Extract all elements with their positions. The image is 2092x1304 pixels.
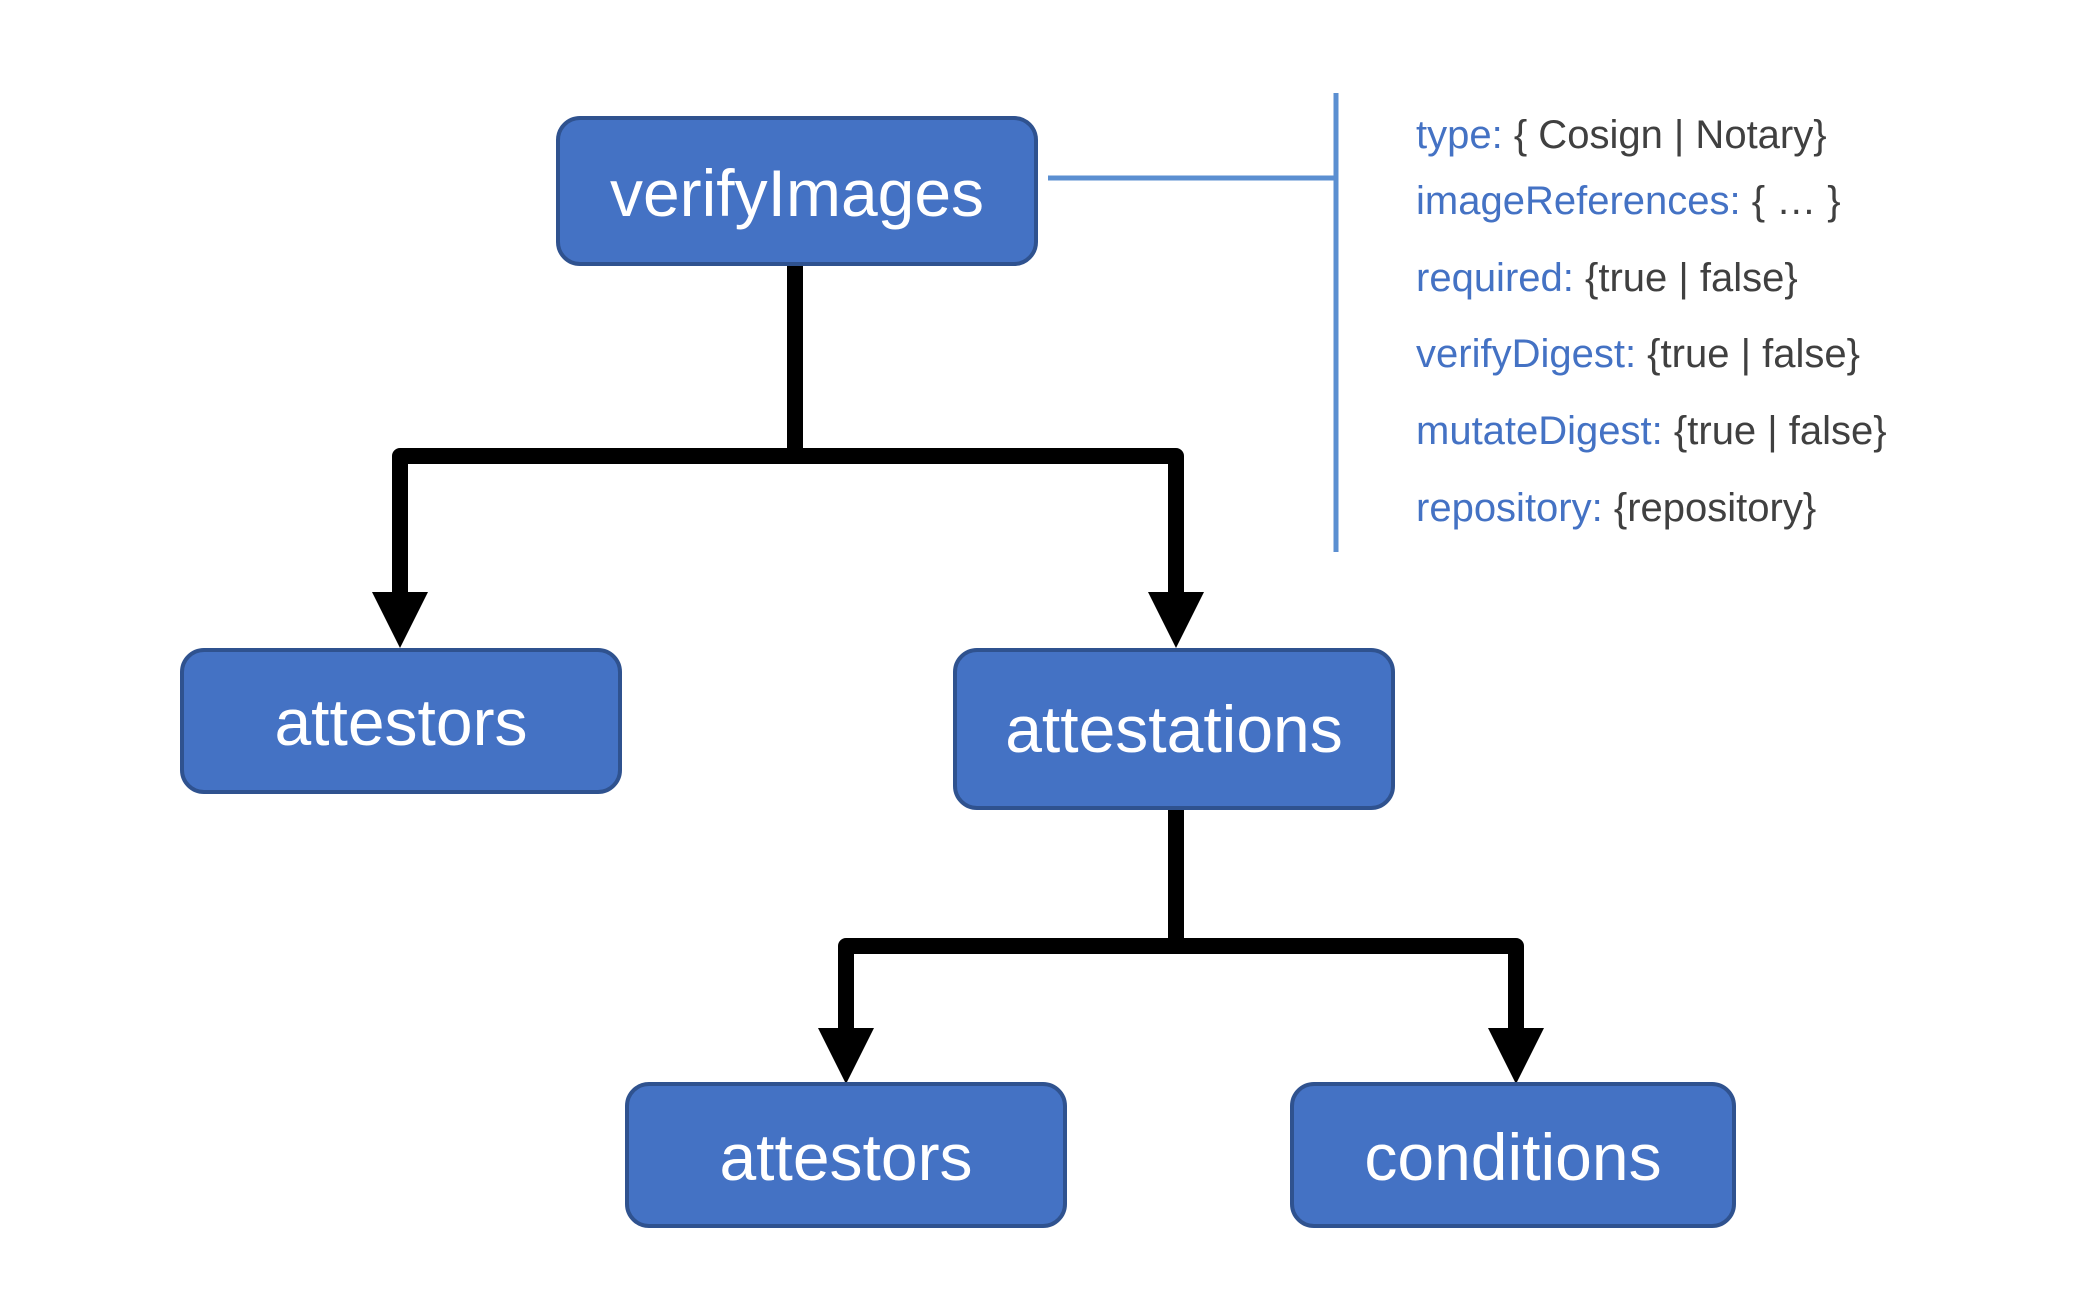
property-list: type: { Cosign | Notary} imageReferences…	[1416, 113, 1887, 530]
property-verify-digest: verifyDigest: {true | false}	[1416, 332, 1860, 376]
property-image-references: imageReferences: { … }	[1416, 179, 1841, 223]
node-conditions-label: conditions	[1364, 1120, 1661, 1194]
edge-attestations-to-conditions	[1176, 938, 1524, 1032]
edges-verify-images	[372, 262, 1204, 648]
property-bracket	[1048, 93, 1339, 552]
property-image-references-key: imageReferences:	[1416, 179, 1741, 223]
node-attestors-bottom-label: attestors	[719, 1120, 972, 1194]
node-attestors-top[interactable]: attestors	[180, 648, 622, 794]
property-mutate-digest-key: mutateDigest:	[1416, 409, 1663, 453]
edges-attestations	[818, 808, 1544, 1084]
property-repository: repository: {repository}	[1416, 486, 1816, 530]
property-mutate-digest-value: {true | false}	[1663, 409, 1887, 453]
edge-verify-images-to-attestors	[392, 448, 1176, 598]
property-type-key: type:	[1416, 113, 1503, 157]
node-attestations[interactable]: attestations	[953, 648, 1395, 810]
property-required-value: {true | false}	[1574, 256, 1798, 300]
property-required: required: {true | false}	[1416, 256, 1798, 300]
node-attestors-top-label: attestors	[274, 685, 527, 759]
node-attestors-bottom[interactable]: attestors	[625, 1082, 1067, 1228]
property-required-key: required:	[1416, 256, 1574, 300]
property-type-value: { Cosign | Notary}	[1503, 113, 1827, 157]
property-verify-digest-value: {true | false}	[1636, 332, 1860, 376]
arrowhead-conditions	[1488, 1028, 1544, 1084]
property-mutate-digest: mutateDigest: {true | false}	[1416, 409, 1887, 453]
property-image-references-value: { … }	[1741, 179, 1841, 223]
property-repository-key: repository:	[1416, 486, 1603, 530]
node-verify-images-label: verifyImages	[610, 156, 984, 230]
arrowhead-attestors-bottom	[818, 1028, 874, 1084]
node-conditions[interactable]: conditions	[1290, 1082, 1736, 1228]
arrowhead-attestations	[1148, 592, 1204, 648]
edge-attestations-to-attestors	[838, 938, 1516, 1032]
property-type: type: { Cosign | Notary}	[1416, 113, 1827, 157]
property-repository-value: {repository}	[1603, 486, 1816, 530]
edge-verify-images-to-attestations	[795, 448, 1184, 598]
property-verify-digest-key: verifyDigest:	[1416, 332, 1636, 376]
arrowhead-attestors-top	[372, 592, 428, 648]
node-verify-images[interactable]: verifyImages	[556, 116, 1038, 266]
node-attestations-label: attestations	[1005, 692, 1343, 766]
